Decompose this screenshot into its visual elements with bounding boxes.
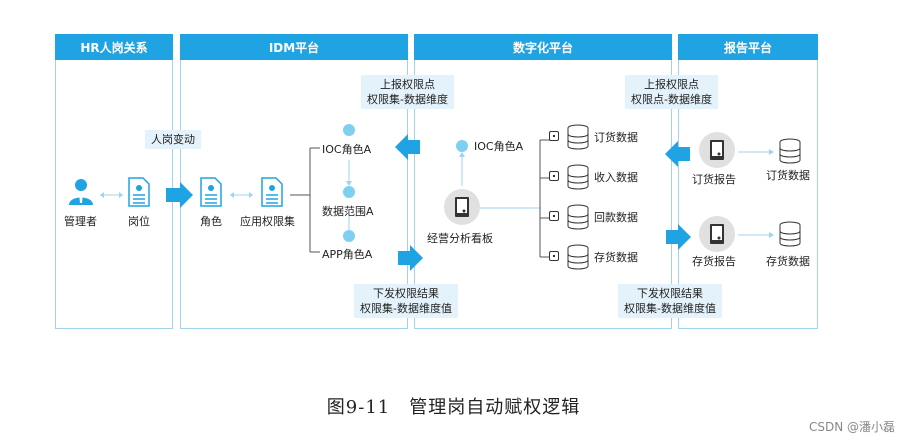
report-up-line1: 上报权限点 [643, 78, 699, 91]
role-doc-icon [200, 177, 222, 207]
inventory-data-label: 存货数据 [766, 255, 810, 268]
ioc-role-label: IOC角色A [322, 143, 372, 156]
income-label: 收入数据 [594, 171, 638, 184]
collection-square-icon [549, 211, 559, 221]
position-doc-icon [128, 177, 150, 207]
idm-report-up-line2: 权限集-数据维度 [367, 93, 448, 106]
app-role-circle [343, 230, 355, 242]
digital-ioc-label: IOC角色A [474, 140, 524, 153]
report-panel-title: 报告平台 [678, 34, 818, 60]
income-db-icon [566, 164, 590, 194]
inventory-report-icon [699, 216, 735, 252]
inventory-data-db-icon [778, 221, 802, 251]
change-callout: 人岗变动 [145, 130, 201, 149]
figure-caption: 图9-11 管理岗自动赋权逻辑 [326, 397, 581, 418]
dashboard-label: 经营分析看板 [427, 232, 493, 245]
manager-label: 管理者 [64, 215, 97, 228]
collection-label: 回款数据 [594, 211, 638, 224]
app-role-label: APP角色A [322, 248, 373, 261]
permset-doc-icon [261, 177, 283, 207]
report-issue-down-line1: 下发权限结果 [636, 287, 703, 300]
watermark: CSDN @潘小磊 [808, 420, 895, 434]
order-data-db-icon [778, 138, 802, 168]
idm-issue-down-line1: 下发权限结果 [372, 287, 439, 300]
position-label: 岗位 [128, 215, 150, 228]
collection-db-icon [566, 204, 590, 234]
inventory-report-label: 存货报告 [692, 255, 736, 268]
inventory-label: 存货数据 [594, 251, 638, 264]
report-issue-down-line2: 权限集-数据维度值 [624, 302, 716, 315]
hr-panel: HR人岗关系 [55, 34, 173, 329]
orders-db-icon [566, 124, 590, 154]
order-data-label: 订货数据 [766, 169, 810, 182]
report-issue-down-callout: 下发权限结果 权限集-数据维度值 [618, 284, 722, 318]
permset-label: 应用权限集 [240, 215, 295, 228]
orders-label: 订货数据 [594, 131, 638, 144]
inventory-square-icon [549, 251, 559, 261]
report-up-line2: 权限点-数据维度 [631, 93, 712, 106]
data-scope-label: 数据范围A [322, 205, 374, 218]
idm-report-up-line1: 上报权限点 [379, 78, 435, 91]
report-up-callout: 上报权限点 权限点-数据维度 [625, 75, 718, 109]
hr-panel-title: HR人岗关系 [55, 34, 173, 60]
idm-issue-down-callout: 下发权限结果 权限集-数据维度值 [354, 284, 458, 318]
order-report-label: 订货报告 [692, 173, 736, 186]
income-square-icon [549, 171, 559, 181]
digital-ioc-circle [456, 140, 468, 152]
change-label: 人岗变动 [151, 133, 195, 146]
manager-icon [66, 177, 96, 207]
order-report-icon [699, 132, 735, 168]
idm-panel-title: IDM平台 [180, 34, 408, 60]
role-label: 角色 [200, 215, 222, 228]
dashboard-icon [444, 189, 480, 225]
idm-report-up-callout: 上报权限点 权限集-数据维度 [361, 75, 454, 109]
digital-panel-title: 数字化平台 [414, 34, 672, 60]
orders-square-icon [549, 131, 559, 141]
idm-issue-down-line2: 权限集-数据维度值 [360, 302, 452, 315]
data-scope-circle [343, 186, 355, 198]
inventory-db-icon [566, 244, 590, 274]
ioc-role-circle [343, 124, 355, 136]
